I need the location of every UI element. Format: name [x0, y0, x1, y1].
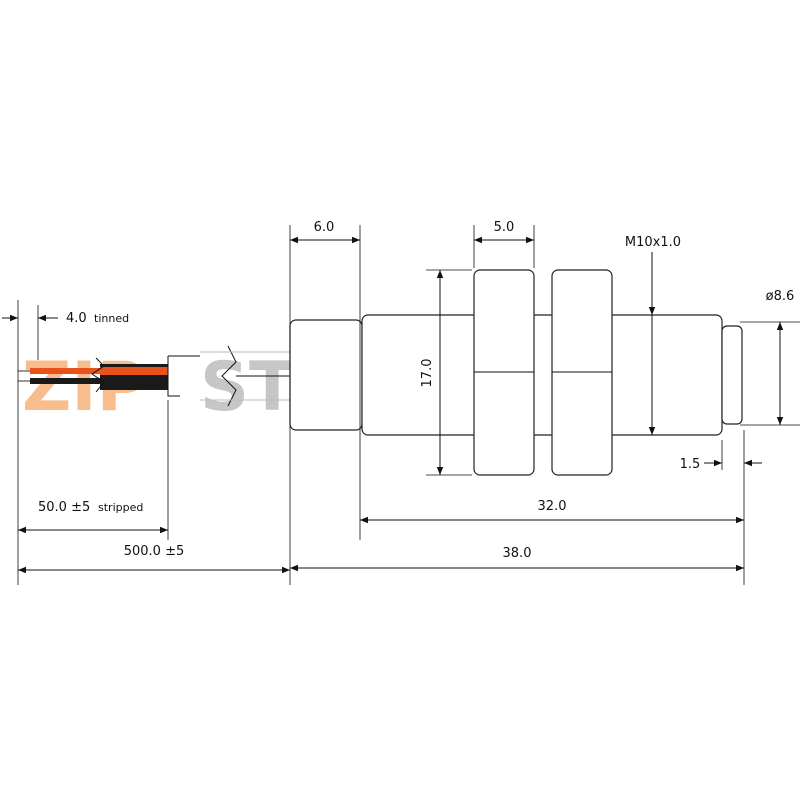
break-mark-right [221, 345, 237, 407]
tinned-note: tinned [94, 312, 129, 325]
black-wire [30, 378, 100, 384]
dim-nut-height: 17.0 [420, 270, 444, 475]
thread-length-value: 32.0 [538, 499, 567, 514]
nut-height-value: 17.0 [420, 359, 435, 388]
dim-nose-length: 6.0 [290, 220, 360, 244]
stripped-note: stripped [98, 501, 143, 514]
sensor-tip [721, 325, 743, 425]
dim-tip-length: 1.5 [680, 457, 762, 472]
sensor-nose [289, 319, 363, 431]
dim-cable-length: 500.0 ±5 [18, 544, 290, 574]
dim-stripped: 50.0 ±5 stripped [18, 500, 168, 534]
dim-nut-width: 5.0 [474, 220, 534, 244]
dim-diameter: ø8.6 [766, 289, 795, 425]
thread-value: M10x1.0 [625, 235, 681, 250]
threaded-body [361, 314, 723, 436]
cable-sheath-edge [167, 355, 200, 397]
cable-wires [18, 345, 290, 407]
cable-length-value: 500.0 ±5 [124, 544, 185, 559]
orange-wire [30, 368, 100, 374]
sensor-body [289, 269, 743, 476]
extension-lines [17, 225, 800, 585]
dim-thread: M10x1.0 [625, 235, 681, 435]
tinned-value: 4.0 [66, 311, 87, 326]
dim-thread-length: 32.0 [360, 499, 744, 524]
nut-width-value: 5.0 [494, 220, 515, 235]
break-mark-left [91, 357, 105, 393]
cable-jacket-orange [100, 367, 168, 375]
stripped-value: 50.0 ±5 [38, 500, 90, 515]
dim-body-length: 38.0 [290, 546, 744, 572]
body-length-value: 38.0 [503, 546, 532, 561]
nose-length-value: 6.0 [314, 220, 335, 235]
diameter-value: ø8.6 [766, 289, 795, 304]
dim-tinned: 4.0 tinned [2, 311, 129, 326]
tip-length-value: 1.5 [680, 457, 701, 472]
